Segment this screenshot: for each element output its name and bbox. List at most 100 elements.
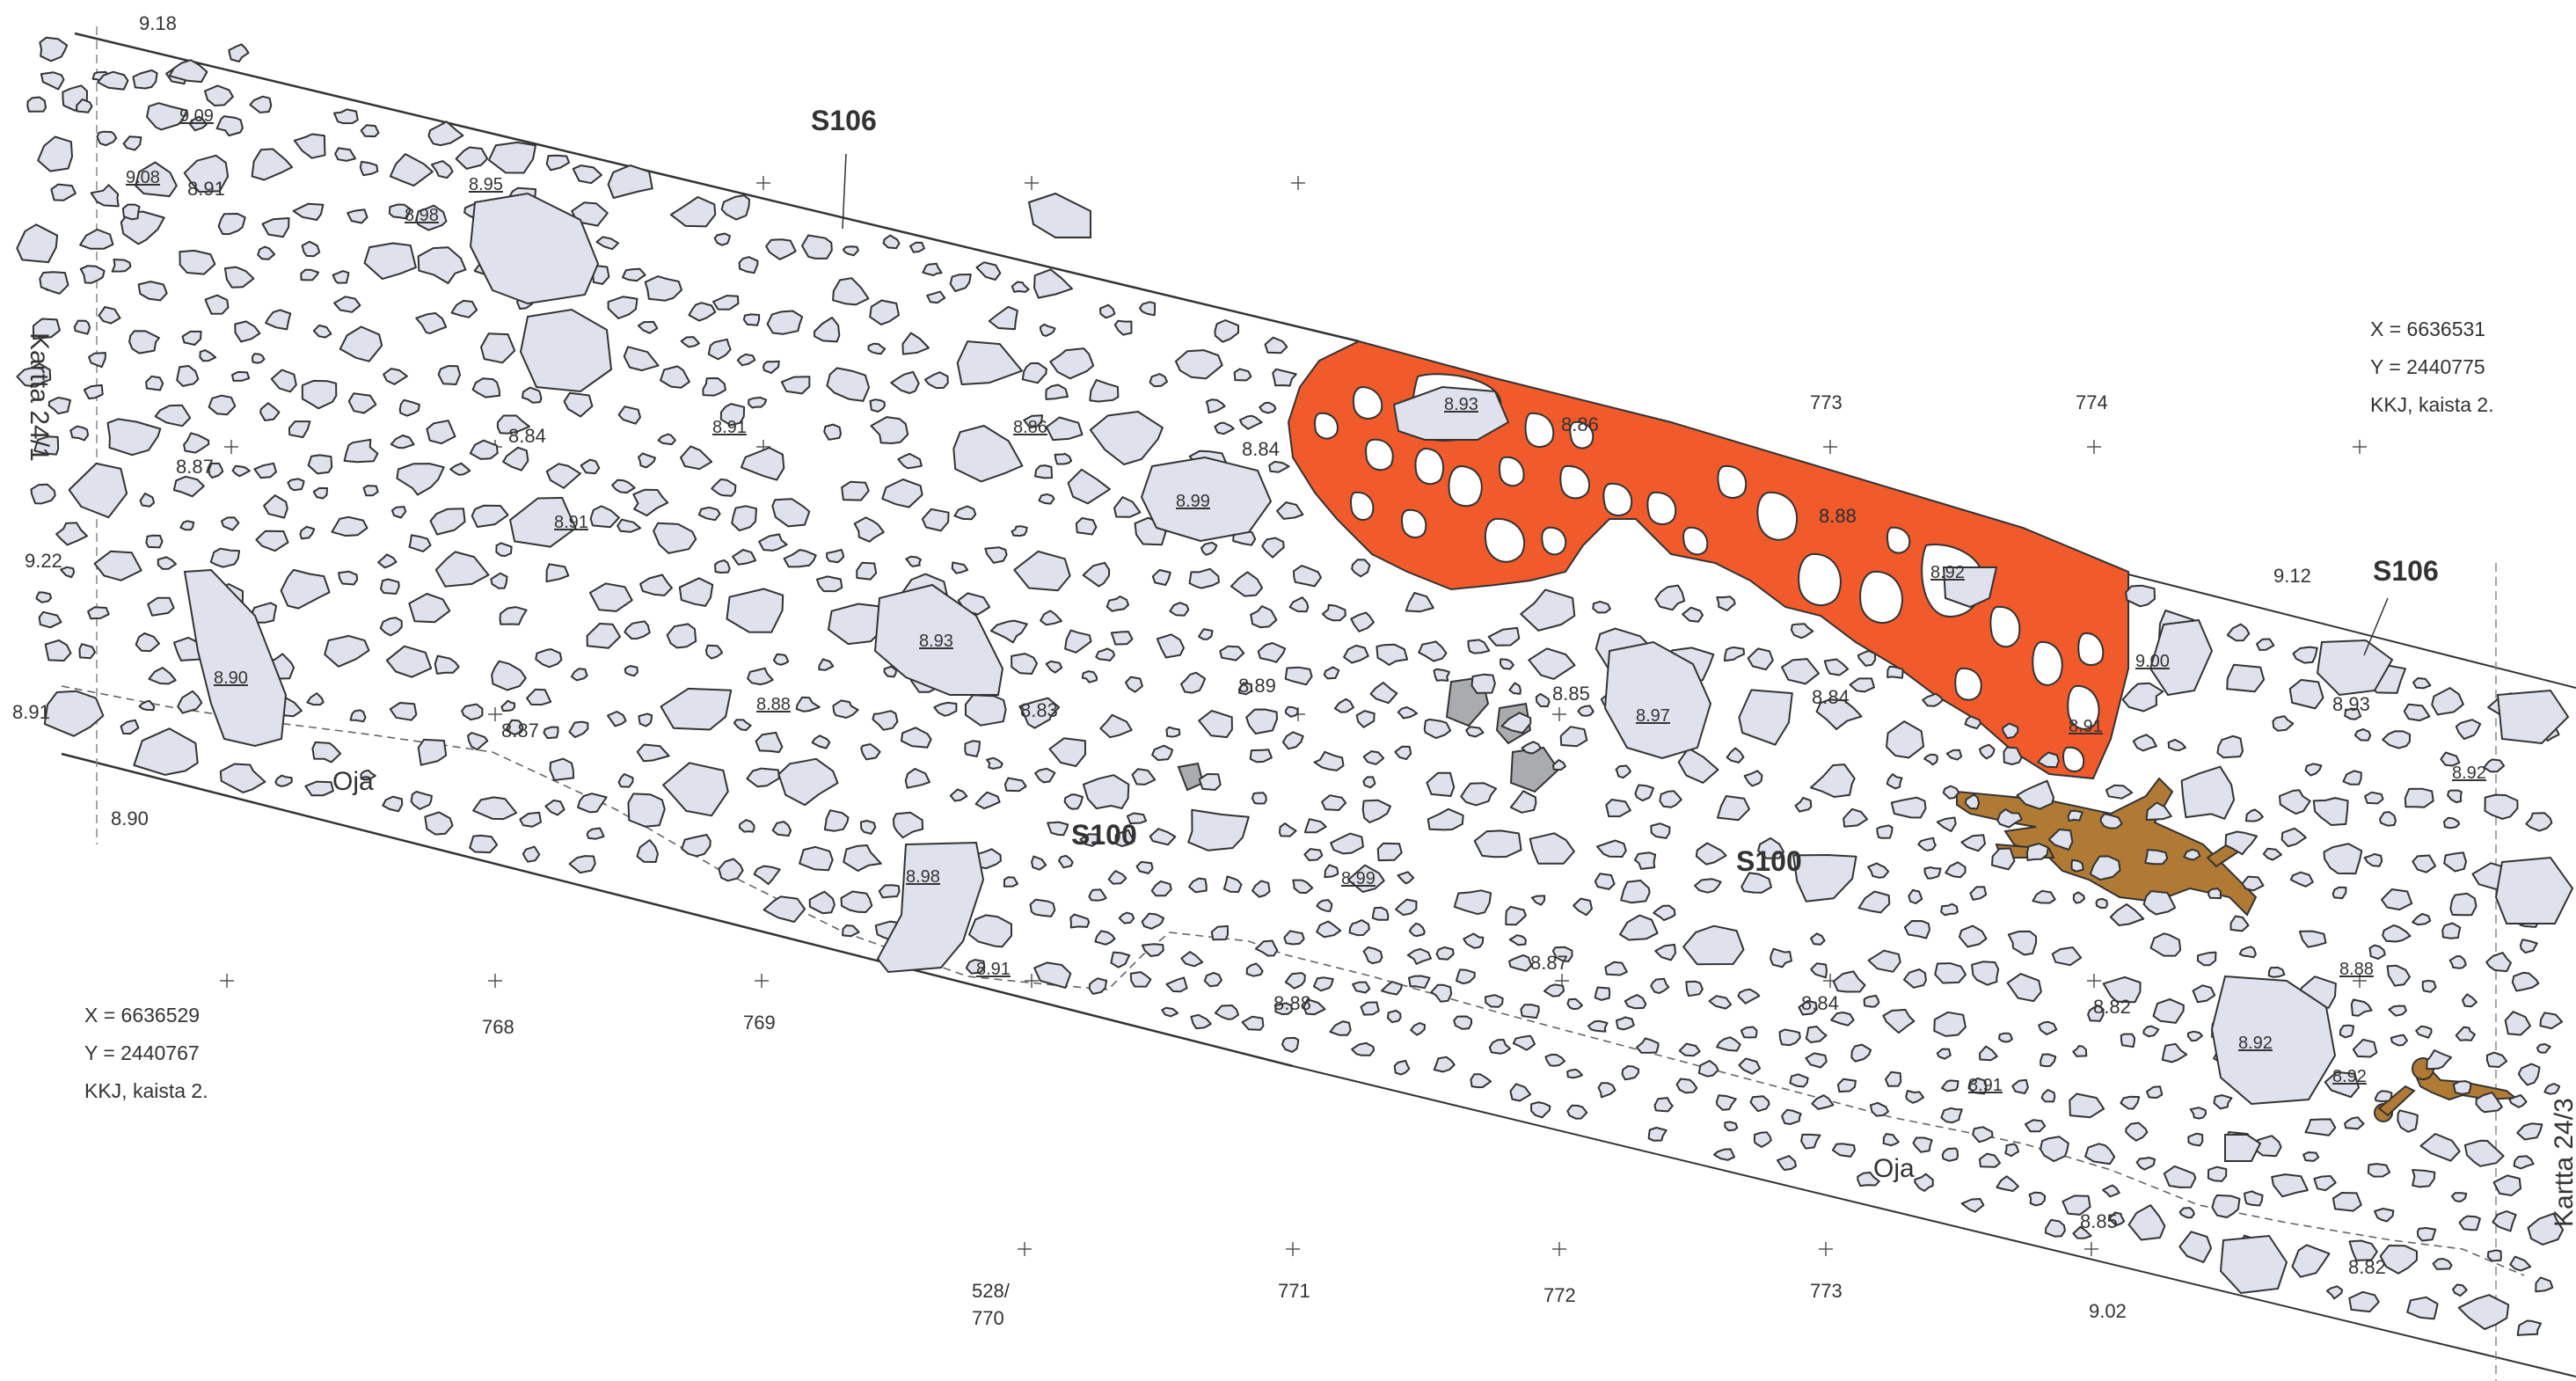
stone <box>1850 1043 1872 1063</box>
stone <box>469 192 600 305</box>
stone <box>188 115 208 132</box>
stone <box>2508 1094 2528 1108</box>
stone <box>219 763 266 793</box>
stone <box>471 504 509 528</box>
kartta-label: Kartta 24/3 <box>2550 1098 2576 1227</box>
stone <box>1397 706 1419 720</box>
stone <box>1512 1034 1536 1051</box>
stone <box>1238 414 1263 430</box>
stone <box>388 203 412 220</box>
stone <box>1313 750 1345 771</box>
stone <box>1292 879 1314 895</box>
stone <box>1408 975 1431 990</box>
stone <box>1003 876 1018 888</box>
stone <box>1886 773 1903 790</box>
stone <box>1089 411 1164 465</box>
stone <box>2432 1258 2453 1270</box>
stone <box>1529 832 1575 865</box>
stone <box>607 164 653 199</box>
stone <box>1245 962 1264 977</box>
stone <box>1849 677 1875 693</box>
stone <box>360 124 380 138</box>
stone <box>1011 525 1028 537</box>
stone <box>2412 854 2437 873</box>
stone <box>818 658 835 671</box>
kartta-label: Kartta 24/1 <box>25 332 54 462</box>
stone <box>1717 795 1750 822</box>
stone <box>637 320 659 334</box>
stone <box>1081 670 1098 683</box>
stone <box>638 452 656 469</box>
stone <box>2292 646 2318 664</box>
stone <box>563 391 594 418</box>
stone <box>168 59 208 84</box>
stone <box>2007 930 2038 956</box>
stone <box>1118 911 1135 924</box>
grid-label: 768 <box>482 1016 514 1038</box>
stone-level-label: 9.00 <box>2135 652 2170 671</box>
stone <box>595 236 619 251</box>
stone <box>843 844 882 872</box>
stone <box>382 795 404 813</box>
stone <box>1113 319 1133 336</box>
stone <box>2207 888 2222 900</box>
stone <box>2504 1011 2531 1036</box>
stone <box>2238 946 2257 959</box>
stone <box>2342 770 2362 785</box>
stone <box>2403 703 2431 722</box>
stone <box>40 71 65 91</box>
stone <box>1470 673 1496 694</box>
stone <box>121 203 141 221</box>
stone <box>2226 663 2266 693</box>
stone <box>2120 1033 2136 1049</box>
stone <box>333 108 359 125</box>
stone <box>522 845 541 863</box>
stone <box>2419 1133 2461 1162</box>
stone <box>2127 1204 2166 1241</box>
stone <box>892 811 924 839</box>
stone <box>1288 596 1310 613</box>
ditch-line <box>61 685 2525 1276</box>
elevation-label: 8.88 <box>1819 505 1857 527</box>
stone <box>2304 1118 2337 1136</box>
stone <box>324 634 370 668</box>
elevation-label: 8.91 <box>187 178 225 200</box>
stone <box>1408 922 1426 938</box>
north-boundary-line <box>74 32 1360 343</box>
stone <box>859 820 877 835</box>
stone <box>1219 645 1245 661</box>
stone <box>1151 569 1171 586</box>
stone <box>2511 971 2540 992</box>
stone <box>815 575 843 593</box>
stone <box>543 726 559 740</box>
stone <box>1371 906 1390 921</box>
stone <box>1075 517 1098 536</box>
structure-leader <box>842 153 847 230</box>
stone <box>926 290 946 304</box>
stone <box>415 204 448 231</box>
stone <box>2379 1245 2418 1275</box>
dark-stone <box>1509 746 1560 793</box>
stone <box>1530 1101 1551 1119</box>
stone <box>1350 611 1375 632</box>
stone <box>1406 947 1432 965</box>
stone <box>1141 943 1164 957</box>
stone <box>1321 603 1346 622</box>
stone <box>1230 571 1264 597</box>
ditch-label: Oja <box>1873 1154 1915 1183</box>
stone <box>2109 903 2145 926</box>
stone <box>338 570 359 586</box>
stone <box>989 619 1028 644</box>
stone <box>1054 452 1073 465</box>
elevation-label: 8.84 <box>1812 686 1850 708</box>
stone <box>1882 1008 1916 1034</box>
stone <box>746 767 780 788</box>
stone <box>1303 848 1324 861</box>
stone <box>2517 1063 2541 1086</box>
stone <box>2390 1034 2408 1047</box>
stone <box>332 270 350 284</box>
stone-level-label: 8.88 <box>756 695 791 714</box>
stone <box>1156 633 1185 659</box>
stone <box>968 914 1012 948</box>
